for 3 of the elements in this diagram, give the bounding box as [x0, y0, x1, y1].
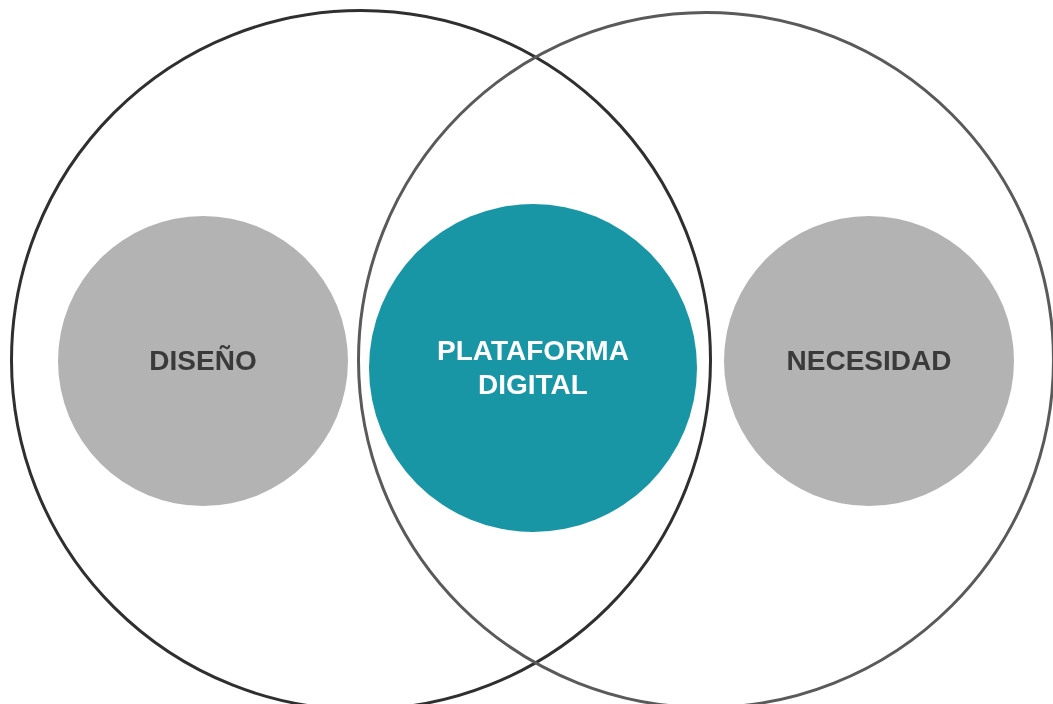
category-label: NECESIDAD [786, 344, 952, 378]
category-label: DISEÑO [149, 344, 257, 378]
category-label: PLATAFORMA DIGITAL [436, 334, 630, 402]
